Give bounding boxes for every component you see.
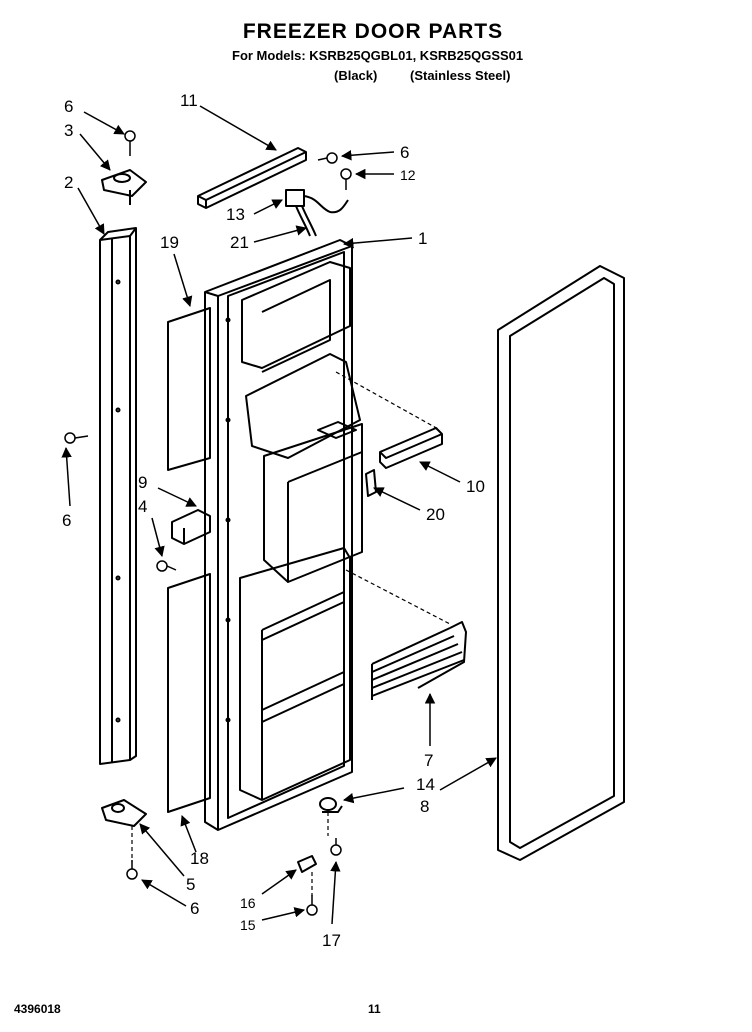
- callout-14: 14: [416, 775, 435, 794]
- part-door-liner: [204, 239, 363, 831]
- variant-black-label: (Black): [334, 68, 378, 83]
- part-shelf-rack: [371, 621, 467, 700]
- variant-stainless-label: (Stainless Steel): [410, 68, 511, 83]
- part-dispenser-trim: [379, 427, 443, 469]
- callout-6: 6: [62, 511, 71, 530]
- callout-12: 12: [400, 167, 416, 183]
- page-header: FREEZER DOOR PARTS For Models: KSRB25QGB…: [0, 0, 752, 90]
- page-title: FREEZER DOOR PARTS: [242, 20, 504, 43]
- callout-11: 11: [180, 91, 198, 110]
- callout-7: 7: [424, 751, 433, 770]
- callout-2: 2: [64, 173, 73, 192]
- callout-20: 20: [426, 505, 445, 524]
- part-side-trim: [99, 227, 137, 765]
- callout-21: 21: [230, 233, 249, 252]
- callout-9: 9: [138, 473, 147, 492]
- callout-15: 15: [240, 917, 256, 933]
- part-cam: [319, 797, 343, 813]
- callout-17: 17: [322, 931, 341, 950]
- part-upper-foam: [167, 307, 211, 471]
- part-wire-harness: [285, 189, 349, 237]
- part-top-trim: [197, 147, 307, 209]
- part-bottom-hinge: [101, 799, 147, 827]
- callout-16: 16: [240, 895, 256, 911]
- part-stop: [297, 855, 317, 873]
- callout-6: 6: [64, 97, 73, 116]
- model-numbers: For Models: KSRB25QGBL01, KSRB25QGSS01: [232, 48, 524, 63]
- callout-1: 1: [418, 229, 427, 248]
- screw-fasteners: [64, 130, 352, 916]
- callout-10: 10: [466, 477, 485, 496]
- part-door-gasket: [497, 265, 625, 861]
- callout-18: 18: [190, 849, 209, 868]
- callout-8: 8: [420, 797, 429, 816]
- document-code: 4396018: [14, 1002, 61, 1016]
- callout-6: 6: [400, 143, 409, 162]
- callout-5: 5: [186, 875, 195, 894]
- callout-labels: 6 3 2 11 6 12 13 21 1 19 6 9 4 10 20 7 1…: [62, 91, 485, 950]
- callout-19: 19: [160, 233, 179, 252]
- part-clip: [365, 469, 377, 497]
- part-lower-foam: [167, 573, 211, 813]
- callout-4: 4: [138, 497, 147, 516]
- part-top-hinge: [101, 169, 147, 205]
- callout-13: 13: [226, 205, 245, 224]
- callout-6: 6: [190, 899, 199, 918]
- page-number: 11: [368, 1002, 381, 1016]
- callout-3: 3: [64, 121, 73, 140]
- part-bracket: [171, 509, 211, 545]
